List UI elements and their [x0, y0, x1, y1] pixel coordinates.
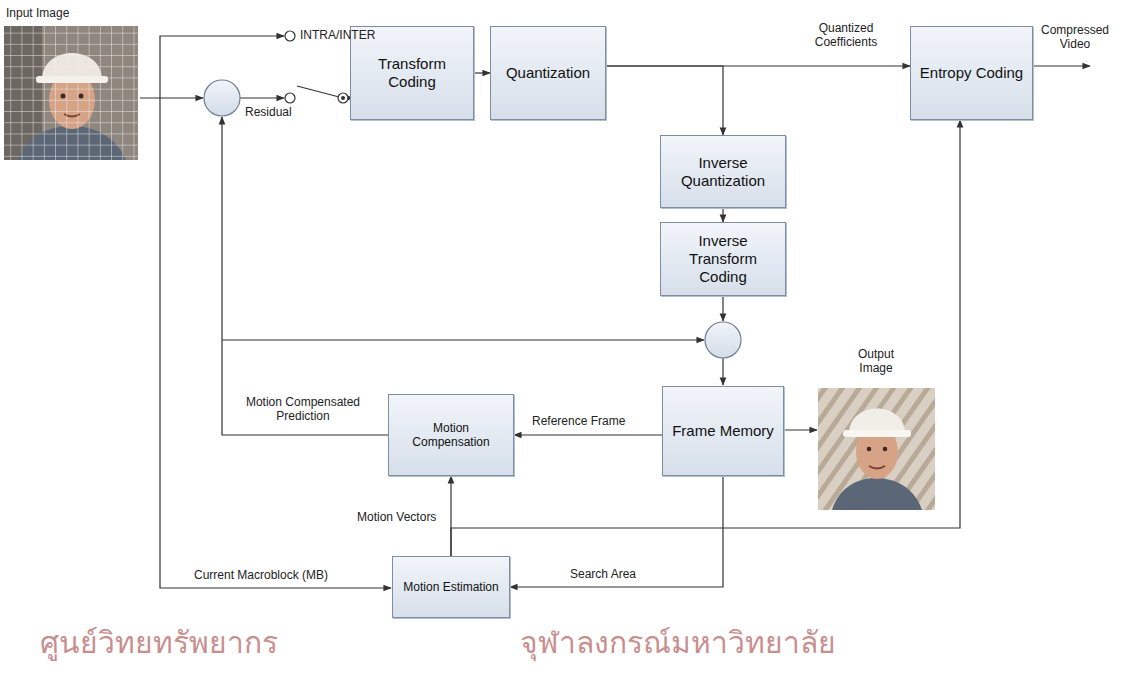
switch-terminal	[341, 96, 345, 100]
box-label: Motion Compensation	[389, 421, 513, 450]
output-label: Compressed Video	[1036, 24, 1114, 52]
flow-arrow	[606, 66, 723, 135]
wire	[222, 117, 392, 435]
edge-label: Motion Vectors	[355, 511, 438, 525]
process-box: Inverse Transform Coding	[660, 222, 786, 296]
flow-arrow	[510, 476, 723, 587]
box-label: Frame Memory	[667, 422, 779, 440]
switch-label: INTRA/INTER	[300, 29, 375, 43]
wire	[222, 339, 704, 340]
output-photo	[832, 478, 922, 510]
wire	[140, 97, 203, 98]
summing-junction	[204, 80, 240, 116]
signal-label: Current Macroblock (MB)	[194, 569, 328, 583]
summing-junction	[204, 80, 741, 358]
wire	[297, 86, 343, 98]
edge-label: Search Area	[568, 568, 638, 582]
box-label: Inverse Transform Coding	[661, 232, 785, 286]
process-box: Motion Estimation	[392, 556, 510, 618]
signal-label: Motion Compensated Prediction	[234, 396, 372, 424]
input-photo	[4, 26, 138, 160]
input-photo	[4, 26, 138, 160]
summing-junction	[705, 322, 741, 358]
wire	[722, 296, 723, 321]
edge-label: Quantized Coefficients	[804, 22, 888, 50]
switch-terminal	[338, 93, 348, 103]
watermark: จุฬาลงกรณ์มหาวิทยาลัย	[520, 626, 836, 661]
image-caption: Input Image	[6, 7, 69, 21]
output-photo	[818, 388, 935, 510]
process-box: Entropy Coding	[910, 26, 1033, 120]
flow-arrow	[722, 208, 723, 222]
output-photo	[883, 447, 888, 452]
process-box: Inverse Quantization	[660, 135, 786, 208]
switch-terminal	[285, 31, 295, 41]
flow-arrow	[451, 120, 960, 556]
box-label: Motion Estimation	[398, 580, 503, 594]
box-label: Transform Coding	[351, 55, 473, 91]
watermark: ศูนย์วิทยทรัพยากร	[40, 626, 278, 661]
wire	[782, 429, 817, 430]
flow-arrow	[474, 72, 490, 73]
wire	[240, 97, 284, 98]
box-label: Entropy Coding	[915, 64, 1028, 82]
box-label: Quantization	[501, 64, 595, 82]
input-photo	[4, 26, 138, 160]
switch-terminal	[285, 93, 295, 103]
signal-label: Residual	[245, 106, 292, 120]
wire	[722, 358, 723, 385]
wire	[1030, 65, 1090, 66]
flow-arrow	[514, 434, 662, 435]
process-box: Motion Compensation	[388, 394, 514, 476]
output-photo	[843, 430, 911, 437]
output-photo	[869, 466, 885, 469]
output-photo	[867, 447, 872, 452]
edge-label: Reference Frame	[530, 415, 627, 429]
box-label: Inverse Quantization	[661, 154, 785, 190]
image-caption: Output Image	[846, 348, 906, 376]
process-box: Quantization	[490, 26, 606, 120]
output-photo	[818, 388, 935, 510]
memory-box: Frame Memory	[662, 386, 784, 476]
